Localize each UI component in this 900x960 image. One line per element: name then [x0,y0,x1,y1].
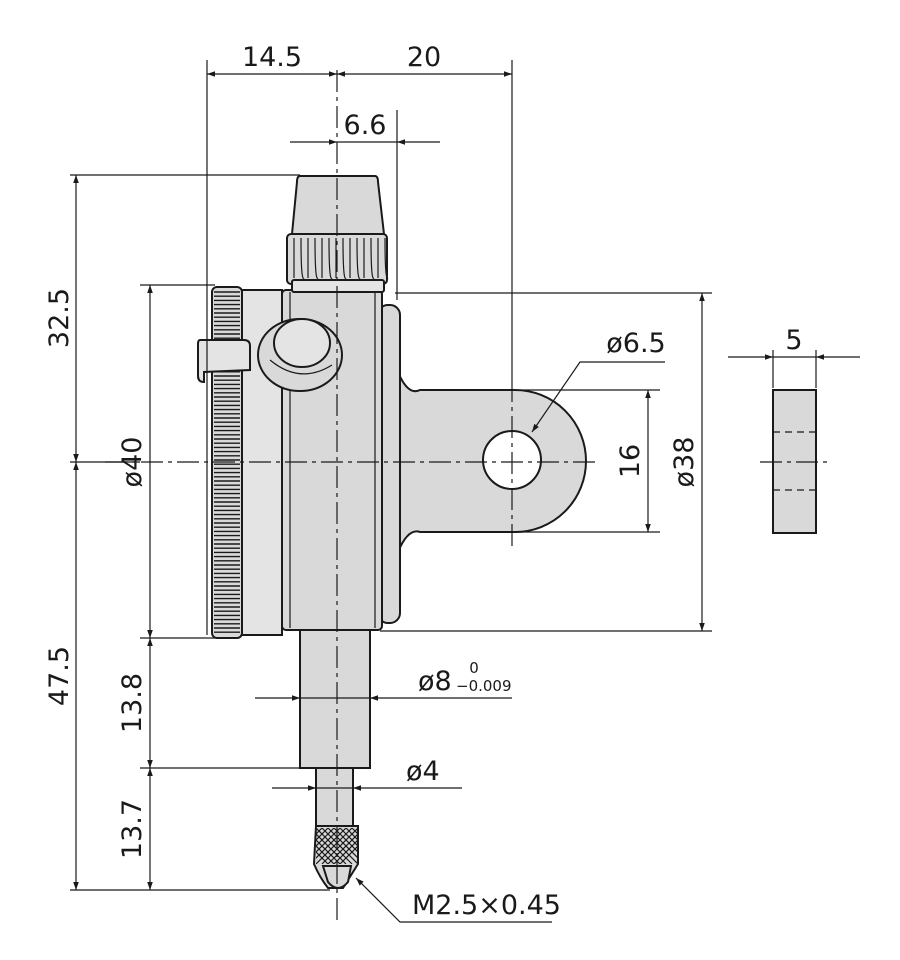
spindle [315,767,354,827]
stem [299,629,371,769]
dim-spindle-diameter: ø4 [406,756,440,787]
dim-lug-hole: ø6.5 [606,328,665,359]
dim-lug-height: 16 [615,444,646,478]
dim-stem-diameter: ø8 [418,666,452,697]
limit-clip [197,339,251,384]
contact-point [312,825,359,889]
dimension-lines [73,71,860,923]
lug-side-view [760,389,832,534]
clamp-knob [257,318,343,392]
dim-top-left-width: 14.5 [242,42,302,73]
dim-lug-thickness: 5 [785,325,802,356]
dim-top-right-width: 20 [407,42,441,73]
dim-stem-tol-lower: −0.009 [456,677,512,695]
dim-back-diameter: ø38 [669,437,700,488]
dim-stem-length: 13.8 [117,673,148,733]
dim-cap-offset: 6.6 [344,110,387,141]
dim-height-lower: 47.5 [44,646,75,706]
dim-dial-diameter: ø40 [117,437,148,488]
dim-spindle-length: 13.7 [117,799,148,859]
extension-lines [70,60,817,891]
dim-thread: M2.5×0.45 [412,890,561,921]
dim-height-upper: 32.5 [44,288,75,348]
dim-stem-tol-upper: 0 [469,659,479,677]
bezel-knurl [214,291,240,633]
